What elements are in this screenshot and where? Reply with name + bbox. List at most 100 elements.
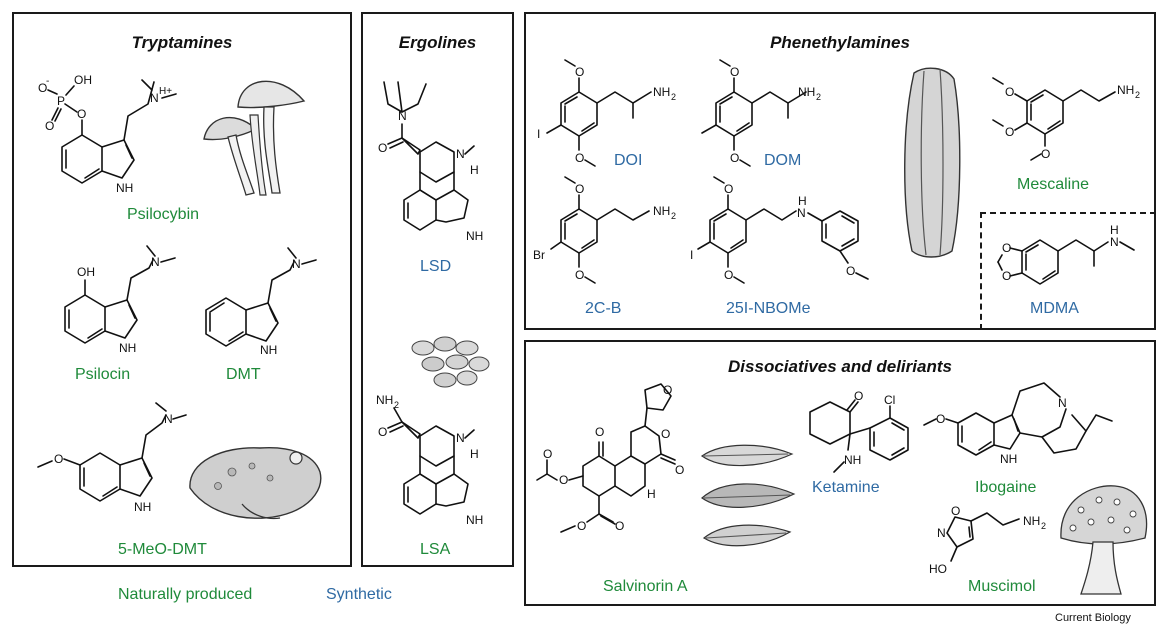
mushroom-illustration [203,80,306,196]
mdma-benzene-ring [1021,239,1059,285]
lsa-label: LSA [420,541,451,558]
2cb-ring-bond [581,239,595,249]
panel-tryptamines [12,12,352,567]
lsd-n-methyl [464,145,475,155]
meodmt-label: 5-MeO-DMT [118,541,207,558]
dom-label: DOM [764,152,802,169]
seed [445,354,469,370]
dom-methoxy-methyl [719,59,731,67]
muscimol-ring-bond [968,526,971,538]
atom-o: O [661,427,670,441]
atom-n: N [1110,235,1119,249]
seed [468,356,490,372]
mdma-ring-bond [1042,270,1056,280]
dmt-side-chain [267,261,295,304]
salvia-leaves-illustration [700,444,796,547]
psilocin-pyrrole-bond [128,304,136,319]
atom-nh2: NH [1117,83,1134,97]
atom-ho: HO [929,562,947,576]
mescaline-methoxy [1014,93,1028,102]
dmt-benzene-ring [205,297,247,347]
ibogaine-ethyl [1085,414,1113,432]
atom-o: O [575,151,584,165]
atom-o: O [54,452,63,466]
psilocybin-p-bond [64,103,78,113]
legend-synthetic: Synthetic [326,586,392,603]
atom-o: O [1002,269,1011,283]
2cb-ring-bond [564,213,578,222]
psilocybin-methyl [141,79,153,91]
toad-illustration [189,447,322,520]
atom-nh: NH [1000,452,1017,466]
leaf-vein [703,494,791,499]
atom-o: O [936,412,945,426]
dissociatives-title: Dissociatives and deliriants [728,357,952,376]
muscimol-label: Muscimol [968,578,1036,595]
muscimol-structure: O N HO NH 2 [929,504,1046,576]
ibogaine-structure: O NH N [923,382,1113,466]
meodmt-pyrrole-bond [143,462,151,477]
toad-leg [241,503,281,520]
toad-wart [248,462,256,470]
psilocybin-structure: O P O O - OH N H+ NH [38,73,177,195]
seed [455,340,479,356]
meodmt-pyrrole [119,457,153,497]
dmt-pyrrole [245,302,279,342]
dom-benzene-ring [715,91,753,137]
atom-n: N [164,412,173,426]
ketamine-bond [849,427,871,435]
atom-o: O [378,141,387,155]
psilocin-methyl [146,245,156,257]
mescaline-structure: O O O NH 2 [992,77,1140,161]
doi-methoxy-methyl [564,59,576,67]
dmt-ring-bond [228,331,244,342]
salvinorin-bond [644,407,648,427]
nbome-benzene-ring [709,208,747,254]
mdma-dashed-box [980,212,1156,330]
nbome-ortho-methyl [855,272,869,280]
psilocybin-poh-bond [65,85,75,96]
doi-side-chain [596,91,652,104]
ibogaine-azepane [1011,382,1061,416]
amanita-spot [1129,510,1137,518]
atom-o: O [663,383,672,397]
atom-h-plus: H+ [159,86,172,97]
2cb-label: 2C-B [585,300,622,317]
psilocybin-methyl [161,93,177,99]
salvinorin-furan [644,383,672,411]
25i-nbome-structure: O O I H N O [690,176,869,284]
psilocybin-pyrrole-bond [125,144,133,159]
atom-nh2: NH [653,204,670,218]
toad-body [189,447,322,519]
dmt-methyl [287,247,297,259]
atom-nh2: NH [376,393,393,407]
atom-o: O [575,65,584,79]
lsd-carbonyl [387,137,403,145]
muscimol-oh-bond [950,546,958,562]
toad-eye [289,451,303,465]
atom-o: O [730,65,739,79]
doi-label: DOI [614,152,643,169]
atom-sub2: 2 [671,211,676,221]
salvinorin-ester-methyl [560,525,576,533]
meodmt-side-chain [141,414,167,459]
lsd-diethyl [401,83,427,113]
ketamine-ketone [846,399,856,411]
mushroom-stem [249,114,267,196]
atom-n: N [150,91,159,105]
dom-structure: O O NH 2 [701,59,821,167]
lsd-diethyl [383,81,403,113]
doi-structure: O O I NH 2 [537,59,676,167]
nbome-ring-bond [713,213,727,222]
ibogaine-pyrrole-bond [1013,418,1019,432]
atom-h: H [470,163,479,177]
doi-benzene-ring [560,91,598,137]
salvinorin-ester [600,515,616,525]
atom-sub2: 2 [1135,90,1140,100]
salvinorin-a-label: Salvinorin A [603,578,688,595]
2cb-methoxy-methyl [564,176,576,184]
nbome-ortho-methoxy [839,250,849,264]
lsa-amide-bond [393,407,403,423]
doi-iodo-bond [546,124,562,134]
amanita-spot [1095,496,1103,504]
